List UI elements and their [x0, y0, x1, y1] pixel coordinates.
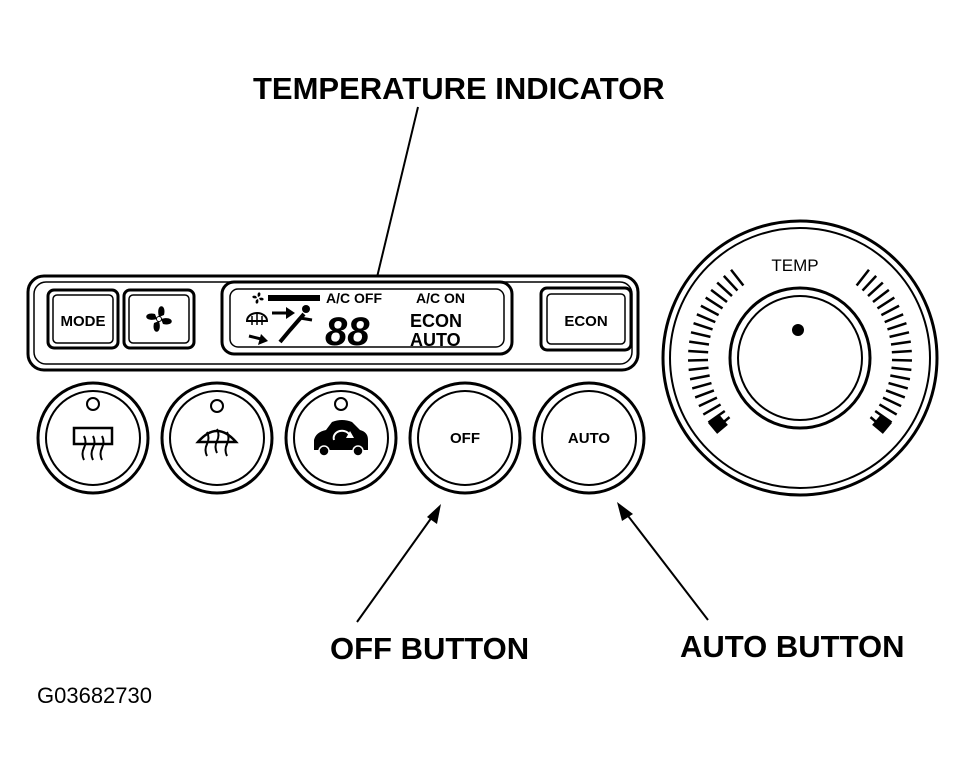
fan-speed-icon: [252, 292, 264, 304]
dial-tick: [888, 381, 909, 390]
figure-id: G03682730: [37, 683, 152, 708]
dial-tick: [688, 349, 709, 354]
dial-tick: [700, 304, 720, 317]
dial-tick: [698, 396, 718, 408]
occupant-icon: [278, 305, 313, 344]
ac-on-indicator: A/C ON: [416, 290, 465, 306]
lcd-display: A/C OFF A/C ON 88 ECON AUTO: [220, 280, 514, 356]
hot-end-marker: [872, 414, 892, 434]
dial-tick: [889, 331, 910, 339]
dial-tick: [855, 268, 870, 287]
dial-tick: [878, 403, 898, 416]
dial-tick: [887, 322, 907, 331]
dial-tick: [730, 268, 745, 287]
dial-tick: [876, 296, 895, 310]
dial-tick: [872, 288, 890, 304]
fan-speed-bar: [268, 295, 320, 301]
recirculation-button[interactable]: [284, 381, 398, 495]
off-button-arrowhead: [427, 504, 441, 524]
recirculation-indicator-light: [334, 397, 348, 411]
off-button-label: OFF: [450, 430, 480, 447]
temperature-digits: 88: [325, 310, 370, 354]
dial-tick: [690, 331, 711, 339]
auto-button-label: AUTO: [568, 430, 611, 447]
auto-button-callout: AUTO BUTTON: [680, 629, 904, 664]
dial-tick: [688, 366, 709, 372]
mode-button[interactable]: MODE: [46, 288, 120, 350]
econ-button-label: ECON: [564, 313, 607, 330]
temp-dial-label: TEMP: [771, 256, 818, 275]
dial-tick: [861, 275, 878, 292]
dial-tick: [880, 304, 900, 317]
dial-tick: [705, 296, 724, 310]
econ-button[interactable]: ECON: [539, 286, 633, 352]
auto-indicator: AUTO: [410, 330, 461, 350]
dial-tick: [696, 313, 716, 324]
dial-tick: [722, 275, 739, 292]
auto-button-leader: [621, 507, 709, 621]
defrost-mode-icon: [245, 312, 269, 325]
econ-indicator: ECON: [410, 311, 462, 331]
front-defrost-icon: [195, 428, 239, 457]
dial-tick: [710, 288, 728, 304]
front-defrost-indicator-light: [210, 399, 224, 413]
rear-defrost-indicator-light: [86, 397, 100, 411]
dial-tick: [702, 403, 722, 416]
off-button[interactable]: OFF: [408, 381, 522, 495]
temp-knob-pointer: [792, 324, 804, 336]
off-button-callout: OFF BUTTON: [330, 631, 529, 666]
dial-tick: [890, 374, 911, 381]
temperature-indicator-callout: TEMPERATURE INDICATOR: [253, 71, 665, 106]
dial-tick: [884, 313, 904, 324]
dial-tick: [867, 281, 884, 297]
temperature-dial[interactable]: TEMP: [661, 219, 939, 497]
dial-tick: [716, 281, 733, 297]
dial-tick: [689, 340, 710, 346]
temp-knob[interactable]: [737, 295, 863, 421]
dial-tick: [689, 374, 710, 381]
rear-defrost-icon: [72, 426, 114, 461]
auto-button[interactable]: AUTO: [532, 381, 646, 495]
off-button-leader: [356, 509, 438, 623]
fan-button[interactable]: [122, 288, 196, 350]
temperature-indicator-leader: [371, 106, 419, 299]
dial-tick: [891, 349, 912, 354]
recirculation-icon: [314, 420, 368, 457]
dial-tick: [882, 396, 902, 408]
dial-tick: [693, 322, 713, 331]
dial-tick: [691, 381, 712, 390]
ac-off-indicator: A/C OFF: [326, 290, 382, 306]
dial-tick: [891, 366, 912, 372]
dial-tick: [890, 340, 911, 346]
front-defrost-button[interactable]: [160, 381, 274, 495]
mode-button-label: MODE: [61, 313, 106, 330]
dial-tick: [694, 389, 715, 399]
dial-tick: [885, 389, 906, 399]
rear-defrost-button[interactable]: [36, 381, 150, 495]
auto-button-arrowhead: [617, 502, 633, 521]
cold-end-marker: [708, 414, 728, 434]
fan-icon: [146, 306, 172, 332]
